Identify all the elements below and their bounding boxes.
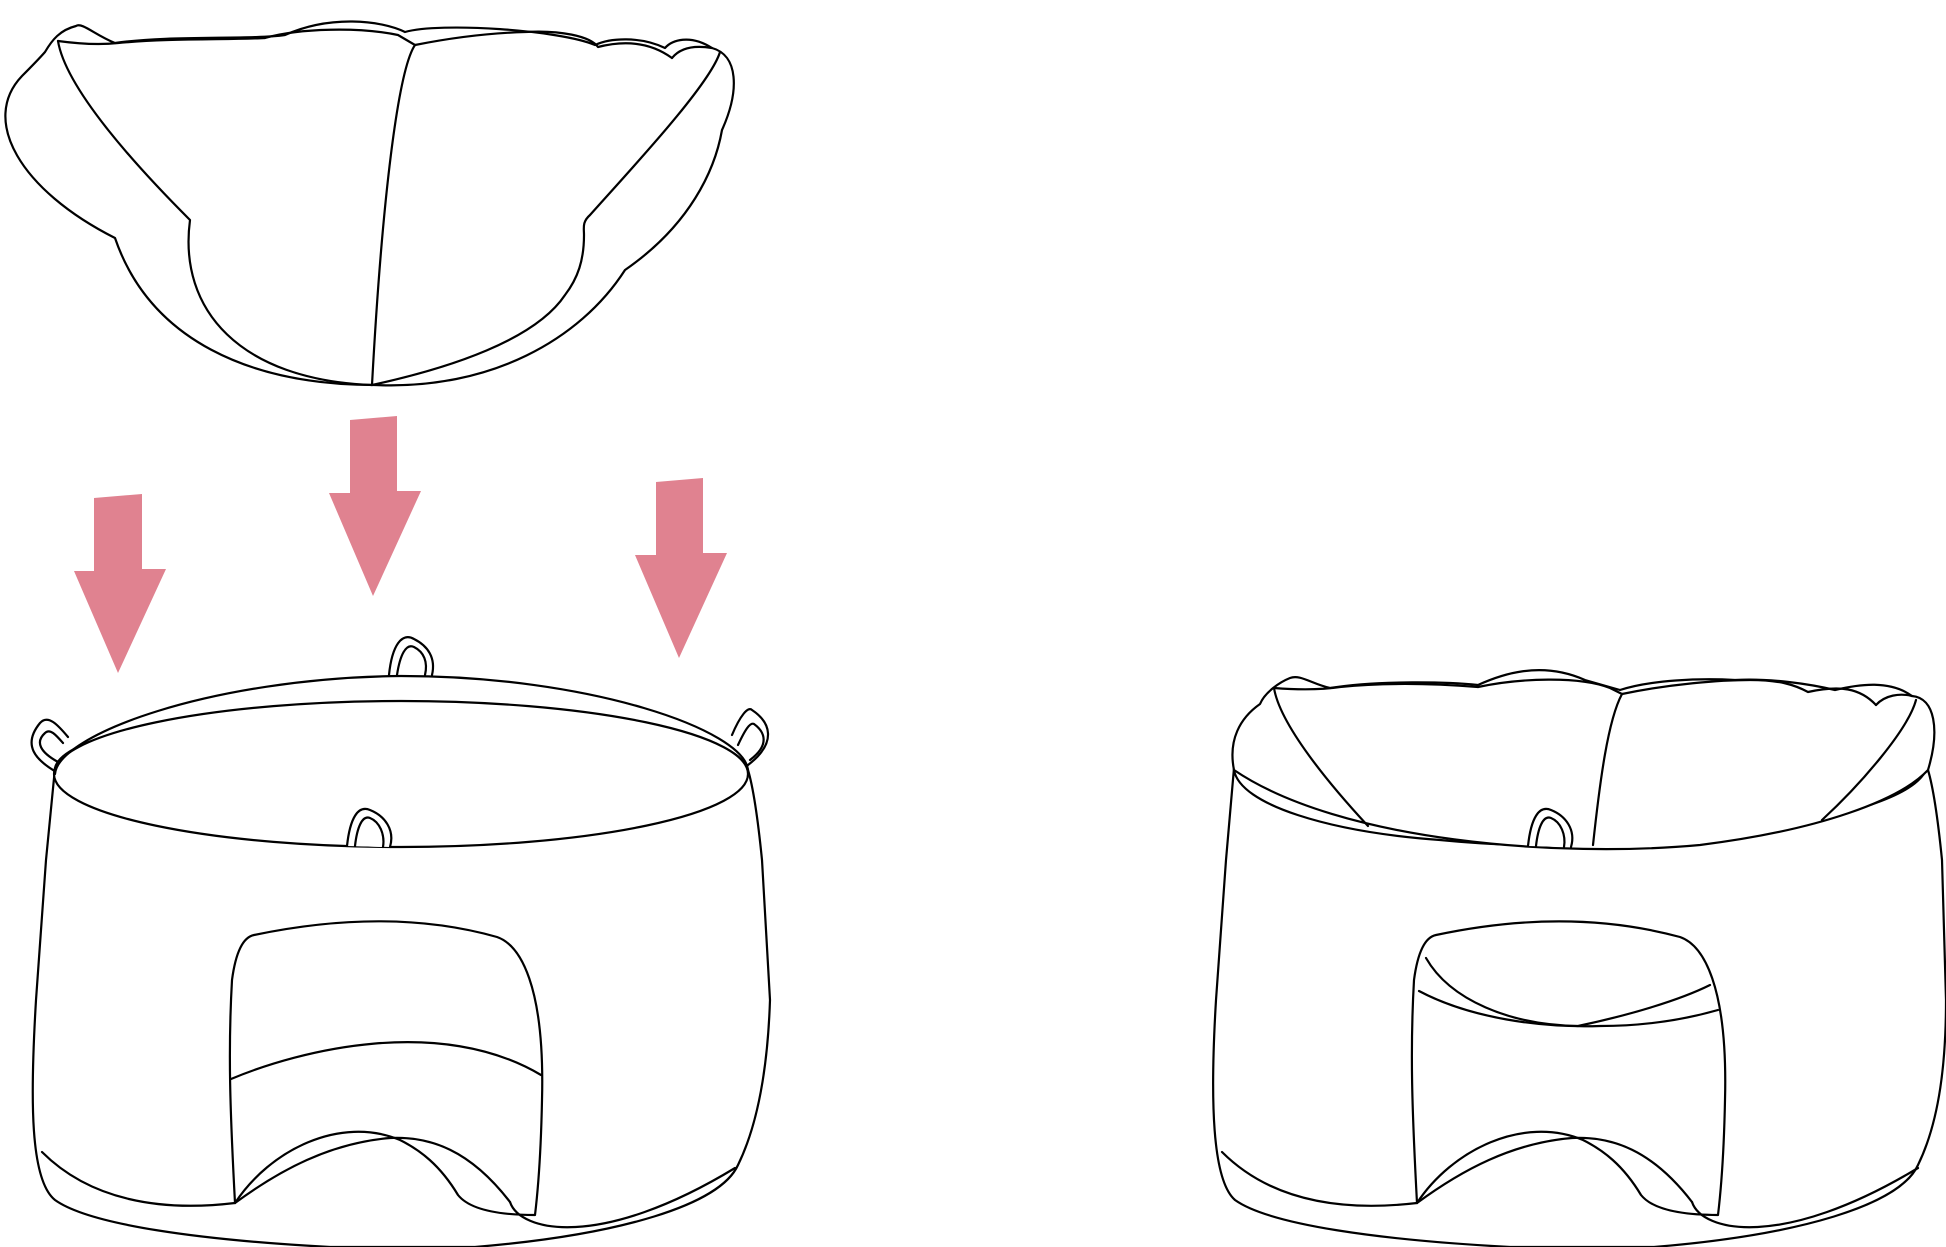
cushion-seated-rim-right [1620,678,1878,707]
arrows-group [74,416,727,673]
cushion-seated-left-panel [1272,686,1370,828]
basket-opening-fold [229,1041,543,1081]
cushion-center-seam [370,43,417,387]
basket-opening [1410,920,1727,1217]
basket-assembled [1212,669,1946,1247]
handle-loop-left-inner [38,730,65,764]
basket-base-right [1690,1166,1920,1229]
handle-loop-back-inner [395,645,428,677]
basket-base-left [40,1150,237,1207]
basket-open [30,636,772,1247]
cushion-seated-right-panel [1820,698,1918,822]
cushion-through-opening-base [1417,989,1720,1028]
arrow-down-icon [74,494,166,673]
cushion-right-panel [370,50,722,387]
basket-rim-outer [53,674,750,776]
cushion-seated-rim-mid [1476,678,1624,696]
basket-base-curve [1415,1136,1694,1205]
cushion-rim-far-right [670,45,714,60]
cushion-rim-left [56,36,267,46]
basket-base-curve [233,1136,512,1205]
arrow-down-icon [635,478,727,658]
cushion-top [4,20,735,387]
cushion-seated-center-seam [1591,692,1624,847]
basket-opening [228,920,544,1217]
cushion-rim-right [413,30,674,60]
handle-loop-right-inner [736,722,765,762]
cushion-seated-rim-far-right [1874,693,1914,707]
cushion-rim-mid [263,28,417,47]
arrow-down-icon [329,416,421,596]
panel-after [1212,669,1946,1247]
handle-loop-front-inner [353,816,385,849]
basket-base-right [508,1166,737,1229]
panel-before [4,20,772,1247]
basket-base-left [1220,1150,1419,1207]
handle-loop-front-inner [1534,816,1566,849]
cushion-left-panel [56,39,374,387]
cushion-outline [4,20,735,387]
basket-rim-inner [52,699,750,849]
cushion-seated-rim [1272,682,1480,691]
